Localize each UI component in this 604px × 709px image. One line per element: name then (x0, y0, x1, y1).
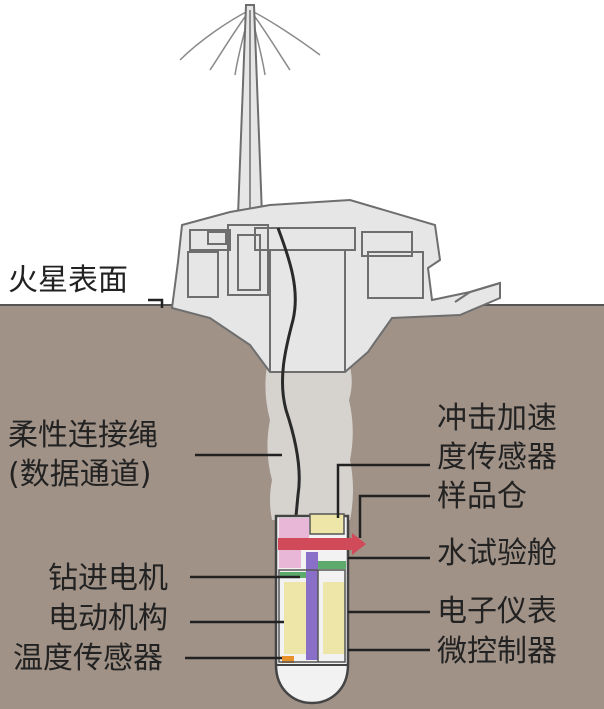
label-tether-2: (数据通道) (8, 457, 151, 492)
module-outlines (278, 569, 346, 663)
label-electronics: 电子仪表 (437, 594, 557, 629)
lander-details (187, 224, 501, 372)
green-part-left (280, 572, 306, 578)
microcontroller-block (323, 582, 345, 654)
leader-lines (148, 298, 430, 660)
label-microcontroller: 微控制器 (437, 634, 557, 669)
pink-lower (279, 550, 301, 568)
green-part-right (318, 561, 346, 569)
label-accel-2: 度传感器 (437, 440, 557, 475)
temp-sensor-chip (282, 656, 294, 663)
label-tether-1: 柔性连接绳 (8, 418, 158, 453)
label-sample-bay: 样品仓 (437, 479, 527, 514)
electronics-block (284, 582, 306, 654)
drive-shaft (306, 552, 318, 660)
label-drill-motor: 钻进电机 (48, 561, 168, 596)
label-water-cabin: 水试验舱 (437, 536, 557, 571)
arrow-head-icon (352, 533, 366, 555)
tether-cable (276, 227, 301, 517)
label-temp-sensor: 温度传感器 (13, 641, 163, 676)
arrow-shaft (278, 538, 354, 550)
label-mars-surface: 火星表面 (8, 263, 128, 298)
label-accel-1: 冲击加速 (437, 401, 557, 436)
borehole (265, 360, 353, 520)
sample-bay-box (309, 513, 345, 535)
label-electric-mech: 电动机构 (48, 601, 168, 636)
